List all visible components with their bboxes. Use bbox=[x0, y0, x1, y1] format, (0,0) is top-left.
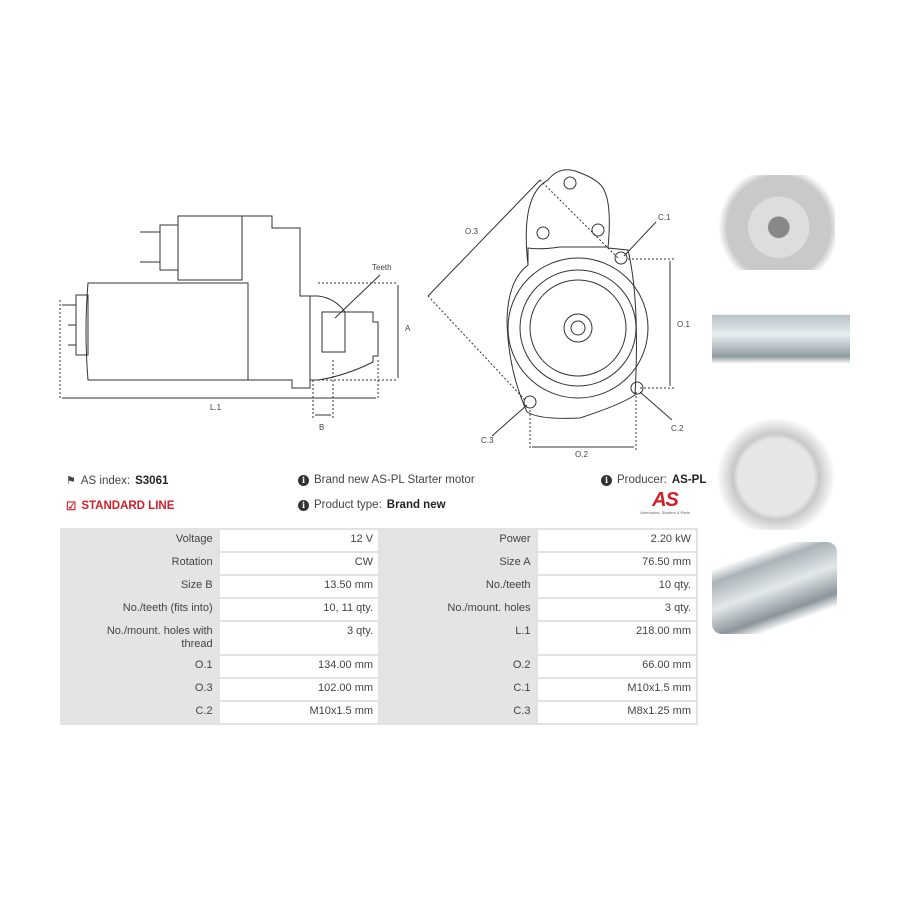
table-row: No./teeth (fits into)10, 11 qty.No./moun… bbox=[60, 597, 699, 622]
spec-label: No./mount. holes with thread bbox=[60, 620, 220, 656]
spec-value: 2.20 kW bbox=[535, 528, 699, 553]
producer-value: AS-PL bbox=[671, 474, 707, 486]
spec-label: O.3 bbox=[60, 677, 220, 702]
spec-value: 10 qty. bbox=[535, 574, 699, 599]
spec-label: No./teeth bbox=[378, 574, 538, 599]
description-text: Brand new AS-PL Starter motor bbox=[314, 474, 475, 486]
product-type: i Product type: Brand new bbox=[298, 499, 446, 511]
product-photo-rear bbox=[712, 390, 840, 530]
line-label: STANDARD LINE bbox=[81, 500, 175, 512]
checkbox-icon: ☑ bbox=[66, 501, 77, 513]
spec-value: 3 qty. bbox=[217, 620, 381, 656]
spec-label: O.1 bbox=[60, 654, 220, 679]
spec-label: Size B bbox=[60, 574, 220, 599]
spec-label: C.1 bbox=[378, 677, 538, 702]
dimension-l1-label: L.1 bbox=[210, 403, 222, 412]
spec-label: Size A bbox=[378, 551, 538, 576]
product-photo-side bbox=[712, 295, 850, 383]
spec-value: M8x1.25 mm bbox=[535, 700, 699, 725]
hole-c2-label: C.2 bbox=[671, 424, 684, 433]
spec-label: C.2 bbox=[60, 700, 220, 725]
dimension-o1-label: O.1 bbox=[677, 320, 690, 329]
description: i Brand new AS-PL Starter motor bbox=[298, 474, 475, 486]
spec-value: 76.50 mm bbox=[535, 551, 699, 576]
spec-label: Rotation bbox=[60, 551, 220, 576]
dimension-o2-label: O.2 bbox=[575, 450, 588, 459]
spec-value: 12 V bbox=[217, 528, 381, 553]
spec-label: No./mount. holes bbox=[378, 597, 538, 622]
side-view-drawing: Teeth A B L.1 bbox=[59, 215, 411, 432]
spec-value: CW bbox=[217, 551, 381, 576]
info-icon: i bbox=[298, 474, 309, 486]
spec-value: 3 qty. bbox=[535, 597, 699, 622]
tag-icon: ⚑ bbox=[66, 475, 76, 487]
product-photo-front bbox=[710, 175, 835, 270]
spec-label: O.2 bbox=[378, 654, 538, 679]
spec-label: No./teeth (fits into) bbox=[60, 597, 220, 622]
product-line: ☑ STANDARD LINE bbox=[66, 499, 174, 513]
front-view-drawing: O.3 C.1 O.1 C.2 C.3 O.2 bbox=[427, 169, 690, 459]
producer: i Producer: AS-PL bbox=[601, 474, 706, 486]
dimension-o3-label: O.3 bbox=[465, 227, 478, 236]
spec-value: 13.50 mm bbox=[217, 574, 381, 599]
product-photo-angle bbox=[712, 542, 837, 634]
product-type-value: Brand new bbox=[386, 499, 446, 511]
dimension-a-label: A bbox=[405, 324, 411, 333]
spec-value: 134.00 mm bbox=[217, 654, 381, 679]
spec-label: C.3 bbox=[378, 700, 538, 725]
spec-value: M10x1.5 mm bbox=[217, 700, 381, 725]
as-index: ⚑ AS index: S3061 bbox=[66, 474, 169, 488]
spec-value: M10x1.5 mm bbox=[535, 677, 699, 702]
technical-drawing: Teeth A B L.1 O.3 C.1 O.1 C.2 C.3 O.2 bbox=[59, 169, 690, 459]
as-index-value: S3061 bbox=[135, 474, 169, 487]
hole-c1-label: C.1 bbox=[658, 213, 671, 222]
as-pl-logo: AS Alternators, Starters & Parts bbox=[630, 490, 700, 515]
spec-label: Power bbox=[378, 528, 538, 553]
info-icon: i bbox=[298, 499, 309, 511]
dimension-b-label: B bbox=[319, 423, 324, 432]
spec-value: 102.00 mm bbox=[217, 677, 381, 702]
logo-mark: AS bbox=[630, 490, 700, 510]
as-index-label: AS index: bbox=[80, 474, 131, 487]
spec-label: Voltage bbox=[60, 528, 220, 553]
teeth-label: Teeth bbox=[372, 263, 392, 272]
spec-value: 218.00 mm bbox=[535, 620, 699, 656]
info-icon: i bbox=[601, 474, 612, 486]
spec-value: 66.00 mm bbox=[535, 654, 699, 679]
hole-c3-label: C.3 bbox=[481, 436, 494, 445]
product-type-label: Product type: bbox=[314, 499, 382, 511]
spec-label: L.1 bbox=[378, 620, 538, 656]
logo-tagline: Alternators, Starters & Parts bbox=[640, 510, 690, 515]
producer-label: Producer: bbox=[617, 474, 667, 486]
spec-value: 10, 11 qty. bbox=[217, 597, 381, 622]
